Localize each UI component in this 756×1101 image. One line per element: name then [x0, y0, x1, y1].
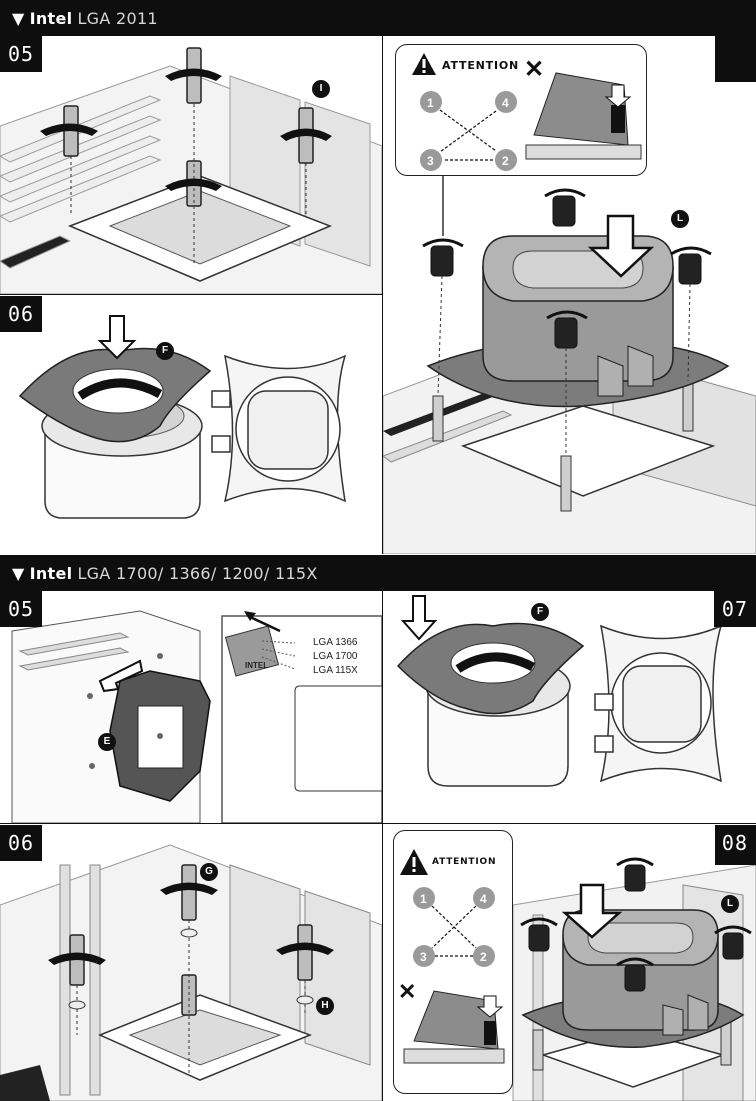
attention-box: ATTENTION 1 4 3 2 ✕ — [393, 830, 513, 1094]
tag-h: H — [316, 997, 334, 1015]
tag-l: L — [721, 895, 739, 913]
panel-b05: 05 E INTEL LGA 1366 LGA 1700 LGA 115X — [0, 591, 382, 823]
panel-b08: ATTENTION 1 4 3 2 ✕ 08 L — [383, 825, 756, 1101]
order-4: 4 — [480, 892, 487, 906]
panel-a-right: ATTENTION 1 4 3 2 ✕ L — [383, 36, 756, 554]
order-2: 2 — [502, 154, 509, 168]
step-number-a05: 05 — [0, 36, 43, 72]
header-model: LGA 1700/ 1366/ 1200/ 115X — [77, 563, 318, 583]
order-4: 4 — [502, 96, 509, 110]
triangle-down-icon: ▼ — [12, 563, 25, 583]
step-number-b08: 08 — [721, 831, 748, 855]
order-3: 3 — [420, 950, 427, 964]
divider — [382, 36, 383, 554]
divider — [382, 591, 383, 1101]
step-number-a06: 06 — [0, 296, 43, 332]
header-brand: Intel — [29, 8, 73, 28]
panel-a06: 06 F — [0, 296, 382, 554]
step-number-b05: 05 — [0, 591, 43, 627]
divider — [0, 823, 756, 824]
divider — [0, 294, 382, 295]
tag-f: F — [156, 342, 174, 360]
attention-box: ATTENTION 1 4 3 2 ✕ — [395, 44, 647, 176]
socket-label-115x: LGA 115X — [313, 665, 358, 676]
order-2: 2 — [480, 950, 487, 964]
bracket-install-illustration — [0, 296, 382, 554]
tag-l: L — [671, 210, 689, 228]
order-1: 1 — [420, 892, 427, 906]
standoff-install-illustration — [0, 36, 382, 294]
header-brand: Intel — [29, 563, 73, 583]
tag-e: E — [98, 733, 116, 751]
order-3: 3 — [427, 154, 434, 168]
section-header-lga1700: ▼ Intel LGA 1700/ 1366/ 1200/ 115X — [0, 555, 756, 591]
socket-label-1366: LGA 1366 — [313, 637, 358, 648]
header-model: LGA 2011 — [77, 8, 158, 28]
tag-g: G — [200, 863, 218, 881]
backplate-install-illustration — [0, 591, 382, 823]
attention-label: ATTENTION — [432, 857, 497, 867]
panel-b06: 06 G H — [0, 825, 382, 1101]
attention-diagram — [400, 849, 505, 1064]
standoff-install-illustration — [0, 825, 382, 1101]
panel-a05: 05 I — [0, 36, 382, 294]
triangle-down-icon: ▼ — [12, 8, 25, 28]
bracket-install-illustration — [383, 591, 756, 823]
panel-b07: 07 F — [383, 591, 756, 823]
step-number-b06: 06 — [0, 825, 43, 861]
wrong-cross-icon: ✕ — [398, 979, 417, 1004]
attention-label: ATTENTION — [442, 59, 519, 72]
tag-f: F — [531, 603, 549, 621]
tag-i: I — [312, 80, 330, 98]
section-header-lga2011: ▼ Intel LGA 2011 — [0, 0, 756, 36]
order-1: 1 — [427, 96, 434, 110]
chip-text: INTEL — [245, 661, 269, 670]
attention-diagram — [412, 53, 642, 171]
step-number-b07: 07 — [713, 591, 756, 627]
wrong-cross-icon: ✕ — [524, 56, 545, 83]
socket-label-1700: LGA 1700 — [313, 651, 358, 662]
